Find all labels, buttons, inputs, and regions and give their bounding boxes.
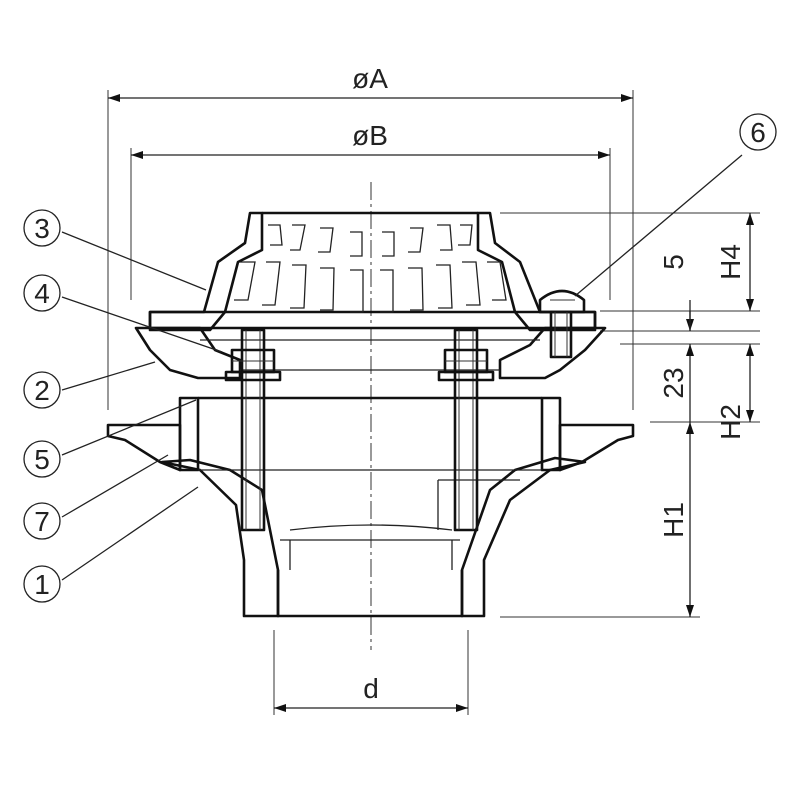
callout-7: 7 bbox=[23, 502, 61, 540]
dimension-h4-label: H4 bbox=[715, 244, 746, 280]
dimension-lines bbox=[108, 94, 754, 712]
svg-text:4: 4 bbox=[34, 278, 50, 309]
callout-1: 1 bbox=[23, 565, 61, 603]
left-bolt bbox=[224, 328, 282, 532]
dimension-b-label: øB bbox=[352, 120, 388, 151]
inner-sleeve bbox=[178, 396, 562, 530]
svg-text:5: 5 bbox=[34, 444, 50, 475]
svg-text:2: 2 bbox=[34, 375, 50, 406]
callout-5: 5 bbox=[23, 440, 61, 478]
svg-text:1: 1 bbox=[34, 569, 50, 600]
dimension-d-label: d bbox=[363, 673, 379, 704]
svg-text:6: 6 bbox=[750, 117, 766, 148]
clamping-ring bbox=[134, 326, 607, 380]
callout-leaders bbox=[61, 154, 743, 581]
dimension-a-label: øA bbox=[352, 63, 388, 94]
right-bolt bbox=[437, 328, 495, 532]
callout-6: 6 bbox=[739, 113, 777, 151]
outlet-body bbox=[160, 456, 587, 618]
grate-dome bbox=[148, 211, 597, 332]
locking-screw bbox=[538, 289, 586, 359]
svg-text:7: 7 bbox=[34, 506, 50, 537]
callout-2: 2 bbox=[23, 371, 61, 409]
dimension-23-label: 23 bbox=[658, 367, 689, 398]
extension-lines bbox=[107, 90, 760, 715]
dimension-h2-label: H2 bbox=[715, 404, 746, 440]
dimension-h1-label: H1 bbox=[658, 502, 689, 538]
callout-4: 4 bbox=[23, 274, 61, 312]
dimension-5-label: 5 bbox=[658, 254, 689, 270]
svg-text:3: 3 bbox=[34, 213, 50, 244]
callout-3: 3 bbox=[23, 209, 61, 247]
